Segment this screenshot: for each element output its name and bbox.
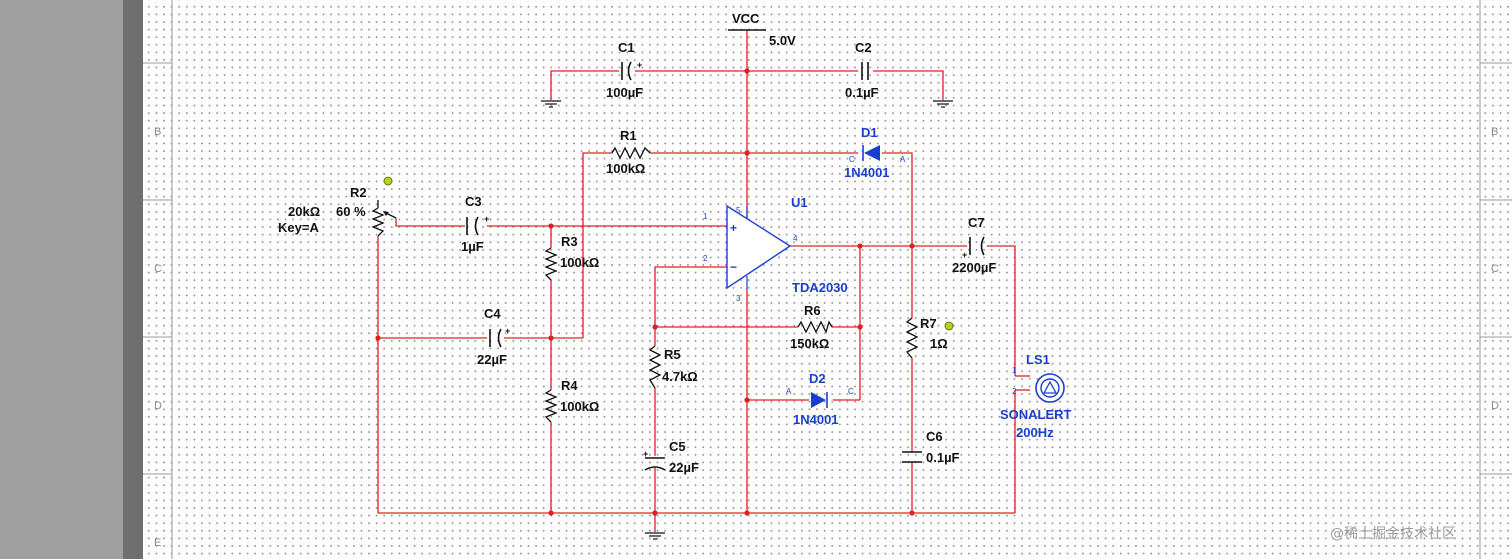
resistor-r6[interactable]: R6 150kΩ xyxy=(790,303,833,351)
ground-main xyxy=(645,532,665,540)
diode-d2[interactable]: D2 1N4001 A C xyxy=(786,371,854,427)
potentiometer-r2[interactable]: R2 20kΩ 60 % Key=A xyxy=(278,176,397,237)
resistor-r1[interactable]: R1 100kΩ xyxy=(606,128,651,176)
d1-ref: D1 xyxy=(861,125,878,140)
left-panel xyxy=(0,0,123,559)
r7-probe-icon[interactable] xyxy=(944,321,954,331)
c7-ref: C7 xyxy=(968,215,985,230)
c6-ref: C6 xyxy=(926,429,943,444)
u1-pin5: 5 xyxy=(736,206,741,215)
wires[interactable] xyxy=(377,30,1016,532)
panel-divider xyxy=(123,0,143,559)
ground-c1 xyxy=(541,100,561,108)
r1-ref: R1 xyxy=(620,128,637,143)
d1-value: 1N4001 xyxy=(844,165,890,180)
resistor-r5[interactable]: R5 4.7kΩ xyxy=(648,345,698,389)
c1-plus: + xyxy=(637,60,642,70)
c5-plus: + xyxy=(643,449,648,459)
r5-ref: R5 xyxy=(664,347,681,362)
u1-ref: U1 xyxy=(791,195,808,210)
diode-d1[interactable]: D1 1N4001 C A xyxy=(844,125,906,180)
r5-value: 4.7kΩ xyxy=(662,369,698,384)
u1-minus-sign: − xyxy=(730,260,737,274)
row-label-b-right: B xyxy=(1491,126,1498,138)
speaker-ls1[interactable]: 1 2 LS1 SONALERT 200Hz xyxy=(1000,352,1072,440)
c3-value: 1µF xyxy=(461,239,484,254)
r3-ref: R3 xyxy=(561,234,578,249)
r2-probe-icon[interactable] xyxy=(383,176,393,186)
row-label-d-right: D xyxy=(1491,400,1499,412)
row-label-b-left: B xyxy=(154,126,161,138)
c7-value: 2200µF xyxy=(952,260,996,275)
d2-value: 1N4001 xyxy=(793,412,839,427)
r1-value: 100kΩ xyxy=(606,161,645,176)
capacitor-c5[interactable]: + C5 22µF xyxy=(643,439,699,475)
c2-value: 0.1µF xyxy=(845,85,879,100)
c1-ref: C1 xyxy=(618,40,635,55)
sheet-border xyxy=(143,0,1512,559)
capacitor-c1[interactable]: + C1 100µF xyxy=(606,40,643,100)
vcc-label: VCC xyxy=(732,11,760,26)
watermark: @稀土掘金技术社区 xyxy=(1330,526,1456,542)
r3-value: 100kΩ xyxy=(560,255,599,270)
capacitor-c4[interactable]: + C4 22µF xyxy=(477,306,510,367)
r2-value: 20kΩ xyxy=(288,204,320,219)
c3-plus: + xyxy=(484,214,489,224)
resistor-r3[interactable]: R3 100kΩ xyxy=(544,234,599,281)
ls1-pin1: 1 xyxy=(1012,366,1017,375)
c4-ref: C4 xyxy=(484,306,501,321)
d2-pin-c: C xyxy=(848,387,854,396)
c1-value: 100µF xyxy=(606,85,643,100)
capacitor-c3[interactable]: + C3 1µF xyxy=(461,194,489,254)
schematic-sheet[interactable] xyxy=(143,0,1512,559)
ls1-ref: LS1 xyxy=(1026,352,1050,367)
c6-value: 0.1µF xyxy=(926,450,960,465)
u1-plus-sign: + xyxy=(730,221,737,235)
u1-pin1: 1 xyxy=(703,212,708,221)
c2-ref: C2 xyxy=(855,40,872,55)
ls1-value: SONALERT xyxy=(1000,407,1072,422)
u1-pin2: 2 xyxy=(703,254,708,263)
u1-pin4: 4 xyxy=(793,234,798,243)
d1-pin-c: C xyxy=(849,155,855,164)
c7-plus: + xyxy=(962,250,967,260)
r4-value: 100kΩ xyxy=(560,399,599,414)
capacitor-c7[interactable]: + C7 2200µF xyxy=(952,215,996,275)
resistor-r7[interactable]: R7 1Ω xyxy=(905,316,954,359)
r2-percent: 60 % xyxy=(336,204,366,219)
d2-pin-a: A xyxy=(786,387,792,396)
row-label-c-right: C xyxy=(1491,263,1499,275)
resistor-r4[interactable]: R4 100kΩ xyxy=(544,378,599,423)
row-label-e-left: E xyxy=(154,537,161,549)
capacitor-c6[interactable]: C6 0.1µF xyxy=(902,429,960,465)
c5-value: 22µF xyxy=(669,460,699,475)
r2-ref: R2 xyxy=(350,185,367,200)
row-label-c-left: C xyxy=(154,263,162,275)
c5-ref: C5 xyxy=(669,439,686,454)
d1-pin-a: A xyxy=(900,155,906,164)
u1-pin3: 3 xyxy=(736,294,741,303)
r7-ref: R7 xyxy=(920,316,937,331)
r7-value: 1Ω xyxy=(930,336,948,351)
capacitor-c2[interactable]: C2 0.1µF xyxy=(845,40,879,100)
c4-value: 22µF xyxy=(477,352,507,367)
d2-ref: D2 xyxy=(809,371,826,386)
r4-ref: R4 xyxy=(561,378,578,393)
opamp-u1[interactable]: + − 1 2 3 4 5 U1 TDA2030 xyxy=(703,195,848,303)
vcc-source[interactable]: VCC 5.0V xyxy=(728,11,796,48)
c4-plus: + xyxy=(505,326,510,336)
ls1-pin2: 2 xyxy=(1012,387,1017,396)
vcc-value: 5.0V xyxy=(769,33,796,48)
sonalert-icon xyxy=(1035,373,1065,403)
junctions xyxy=(375,68,915,516)
c3-ref: C3 xyxy=(465,194,482,209)
row-label-d-left: D xyxy=(154,400,162,412)
r6-value: 150kΩ xyxy=(790,336,829,351)
r2-key: Key=A xyxy=(278,220,319,235)
ground-c2 xyxy=(933,100,953,108)
u1-value: TDA2030 xyxy=(792,280,848,295)
r6-ref: R6 xyxy=(804,303,821,318)
ls1-freq: 200Hz xyxy=(1016,425,1054,440)
